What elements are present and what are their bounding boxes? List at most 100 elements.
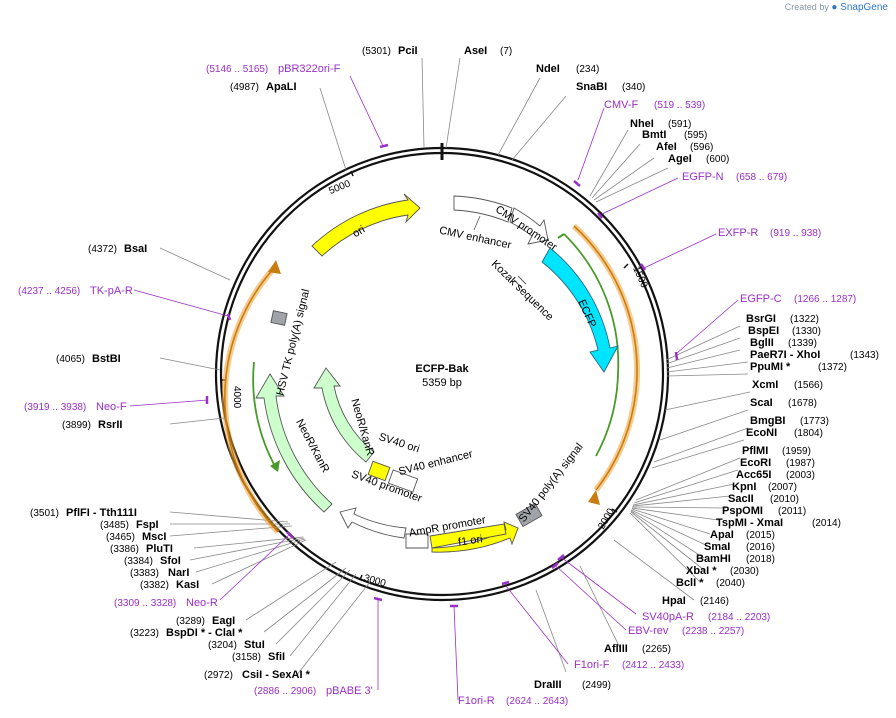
enzyme-name: BglII xyxy=(750,337,774,349)
tick-4000: 4000 xyxy=(231,386,242,409)
cmv-enhancer-label: CMV enhancer xyxy=(438,225,513,252)
primer-leaders xyxy=(129,75,739,701)
enzyme-name: AfeI xyxy=(656,141,677,153)
enzyme-name: BstBI xyxy=(92,353,121,365)
map-length: 5359 bp xyxy=(422,377,462,389)
sv40-polya-label: SV40 poly(A) signal xyxy=(517,441,586,525)
enzyme-name: XcmI xyxy=(752,379,778,391)
enzyme-name: RsrII xyxy=(98,419,122,431)
primer-range: (3309 .. 3328) xyxy=(114,598,176,609)
enzyme-pos: (4987) xyxy=(230,82,259,93)
enzyme-name: ScaI xyxy=(750,397,773,409)
enzyme-name: Acc65I xyxy=(736,469,771,481)
map-name: ECFP-Bak xyxy=(415,363,469,375)
primer-range: (1266 .. 1287) xyxy=(794,294,856,305)
enzyme-pos: (2972) xyxy=(204,670,233,681)
sv40-polya-feature xyxy=(515,502,543,528)
enzyme-pos: (2003) xyxy=(786,470,815,481)
enzyme-pos: (2146) xyxy=(700,596,729,607)
enzyme-name: EagI xyxy=(212,615,235,627)
enzyme-name: PflMI xyxy=(742,445,768,457)
enzyme-name: ApaLI xyxy=(266,81,297,93)
enzyme-pos: (3382) xyxy=(140,580,169,591)
primer-range: (2184 .. 2203) xyxy=(708,612,770,623)
primer-name: EGFP-N xyxy=(682,171,724,183)
enzyme-pos: (2040) xyxy=(716,578,745,589)
enzyme-pos: (2010) xyxy=(770,494,799,505)
ori-label: ori xyxy=(351,224,368,241)
enzyme-name: AseI xyxy=(464,45,487,57)
enzyme-pos: (2014) xyxy=(812,518,841,529)
enzyme-pos: (1959) xyxy=(782,446,811,457)
f1-ori-body xyxy=(429,523,507,549)
primer-range: (2412 .. 2433) xyxy=(622,660,684,671)
enzyme-name: KasI xyxy=(176,579,199,591)
primer-name: CMV-F xyxy=(604,99,639,111)
kozak-mark xyxy=(513,275,527,289)
enzyme-pos: (1566) xyxy=(794,380,823,391)
primer-name: EBV-rev xyxy=(628,625,669,637)
enzyme-pos: (3223) xyxy=(130,628,159,639)
enzyme-pos: (3485) xyxy=(100,520,129,531)
primer-name: F1ori-F xyxy=(574,659,610,671)
cmv-promoter-feature xyxy=(509,207,549,245)
enzyme-pos: (596) xyxy=(690,142,713,153)
primer-range: (519 .. 539) xyxy=(654,100,705,111)
brand-prefix: Created by xyxy=(784,2,829,12)
brand-name: SnapGene xyxy=(840,2,888,13)
sv40-ori-feature xyxy=(367,460,391,482)
enzyme-pos: (340) xyxy=(622,82,645,93)
enzyme-pos: (3204) xyxy=(208,640,237,651)
primer-range: (4237 .. 4256) xyxy=(18,286,80,297)
sv40-enhancer-feature xyxy=(387,469,419,493)
hsv-tk-polya-label: HSV TK poly(A) signal xyxy=(274,288,312,397)
enzyme-pos: (1773) xyxy=(800,416,829,427)
enzyme-pos: (1343) xyxy=(850,350,879,361)
enzyme-name: PaeR7I - XhoI xyxy=(750,349,820,361)
enzyme-name: NarI xyxy=(168,567,189,579)
enzyme-pos: (3158) xyxy=(232,652,261,663)
enzyme-pos: (2011) xyxy=(778,506,806,517)
primer-name: EGFP-C xyxy=(740,293,782,305)
enzyme-pos: (595) xyxy=(684,130,707,141)
enzyme-name: SfoI xyxy=(160,555,181,567)
enzyme-pos: (2016) xyxy=(746,542,775,553)
enzyme-pos: (591) xyxy=(668,119,691,130)
enzyme-pos: (5301) xyxy=(362,46,391,57)
enzyme-name: BmtI xyxy=(642,129,666,141)
enzyme-pos: (3465) xyxy=(106,532,135,543)
enzyme-name: KpnI xyxy=(732,481,756,493)
f1-ori-feature xyxy=(431,521,519,553)
f1-ori-label: f1 ori xyxy=(457,533,483,548)
enzyme-name: HpaI xyxy=(662,595,686,607)
primer-range: (2886 .. 2906) xyxy=(254,686,316,697)
enzyme-name: NdeI xyxy=(536,63,560,75)
enzyme-name: EcoRI xyxy=(740,457,771,469)
enzyme-name: PciI xyxy=(398,45,418,57)
sv40-ori-label: SV40 ori xyxy=(377,431,421,455)
enzyme-pos: (1678) xyxy=(788,398,817,409)
enzyme-name: FspI xyxy=(136,519,159,531)
enzyme-pos: (1987) xyxy=(786,458,815,469)
primer-range: (3919 .. 3938) xyxy=(24,402,86,413)
enzyme-pos: (3501) xyxy=(30,508,59,519)
enzyme-name: BsaI xyxy=(124,243,147,255)
kozak-label: Kozak sequence xyxy=(489,258,556,323)
enzyme-pos: (4372) xyxy=(88,244,117,255)
hsv-tk-polya-feature xyxy=(270,310,288,326)
enzyme-pos: (2018) xyxy=(746,554,775,565)
enzyme-name: TspMI - XmaI xyxy=(716,517,783,529)
enzyme-name: NheI xyxy=(630,118,654,130)
enzyme-name: SfiI xyxy=(268,651,285,663)
enzyme-name: AflIII xyxy=(604,643,628,655)
enzyme-name: SacII xyxy=(728,493,754,505)
enzyme-pos: (3289) xyxy=(176,616,205,627)
cmv-enhancer-feature xyxy=(453,195,513,223)
primer-name: SV40pA-R xyxy=(642,611,694,623)
enzyme-name: PflFI - Tth111I xyxy=(66,507,137,519)
enzyme-pos: (3384) xyxy=(124,556,153,567)
enzyme-name: MscI xyxy=(142,531,166,543)
enzyme-pos: (3383) xyxy=(130,568,159,579)
enzyme-pos: (2499) xyxy=(582,680,611,691)
